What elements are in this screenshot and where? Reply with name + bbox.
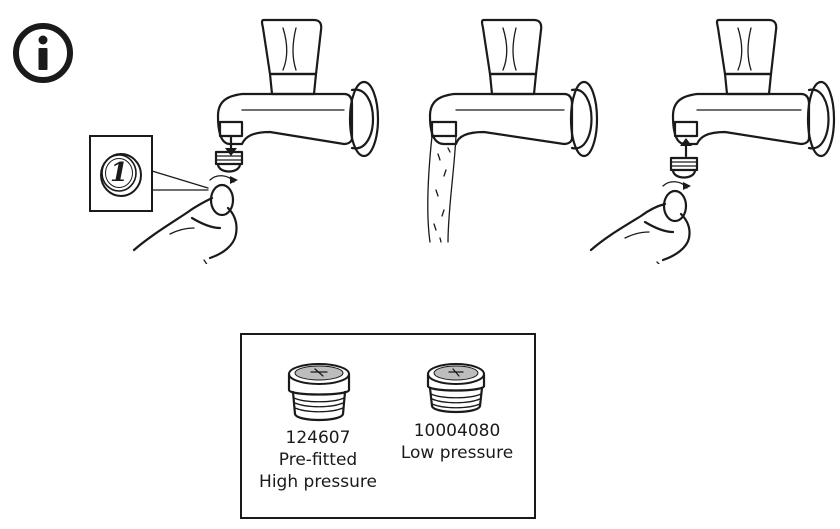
info-icon — [12, 22, 74, 84]
aerator-high-pressure-image — [285, 360, 353, 426]
step-refit-aerator — [585, 14, 840, 264]
coin-label: 1 — [109, 158, 129, 188]
aerator-desc-line2: Pre-fitted — [278, 450, 358, 470]
callout-pointer — [151, 170, 209, 191]
tap-icon — [589, 18, 836, 264]
aerator-desc-line2: Low pressure — [400, 443, 514, 463]
step-remove-aerator — [130, 14, 390, 264]
tap-icon — [427, 18, 599, 243]
aerator-high-pressure-caption: 124607 Pre-fitted High pressure — [255, 427, 381, 493]
coin-icon — [100, 153, 142, 197]
tap-icon — [132, 18, 380, 264]
aerator-desc-line3: High pressure — [259, 472, 377, 492]
aerator-code: 124607 — [285, 428, 351, 448]
aerator-legend-box — [240, 333, 536, 519]
aerator-code: 10004080 — [413, 421, 501, 441]
coin-callout: 1 — [89, 135, 153, 212]
aerator-low-pressure-image — [422, 360, 490, 420]
step-run-water — [400, 14, 600, 244]
aerator-low-pressure-caption: 10004080 Low pressure — [392, 420, 522, 464]
